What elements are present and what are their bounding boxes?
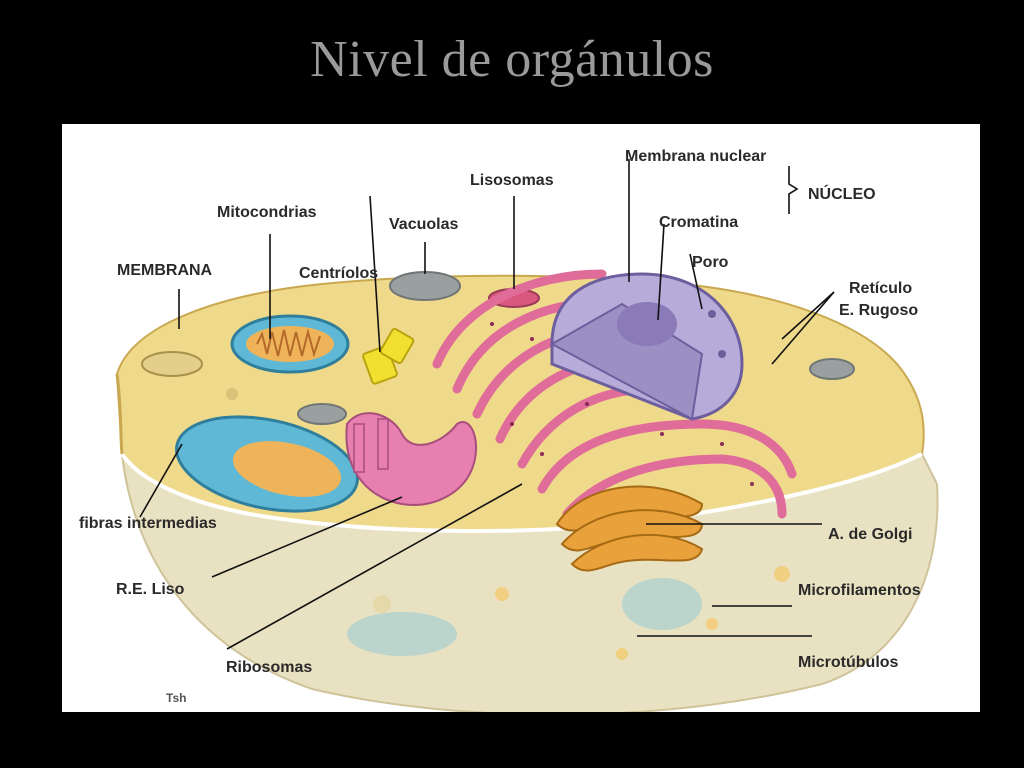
label-vacuolas: Vacuolas (389, 216, 459, 233)
leader-lines (139, 159, 835, 650)
nuclear-pore (708, 310, 716, 318)
label-poro: Poro (692, 254, 729, 271)
mitochondrion-cristae (256, 328, 321, 358)
centriole (379, 327, 415, 365)
label-reticulo-2: E. Rugoso (839, 302, 919, 319)
credit-text: Tsh (166, 691, 187, 705)
label-membrana: MEMBRANA (117, 262, 213, 279)
vacuole (809, 358, 855, 380)
vesicle (706, 618, 718, 630)
nuclear-pore (718, 350, 726, 358)
label-mitocondrias: Mitocondrias (217, 204, 317, 221)
label-golgi: A. de Golgi (828, 526, 913, 543)
label-ribosomas: Ribosomas (226, 659, 313, 676)
mitochondrion-inner (246, 326, 334, 362)
label-microfilamentos: Microfilamentos (798, 582, 921, 599)
vacuole (297, 403, 347, 425)
cell-diagram-panel: Membrana nuclear NÚCLEO Lisosomas Mitoco… (62, 124, 980, 712)
membrane-edge (115, 373, 124, 455)
mitochondrion-inner (232, 441, 342, 497)
lower-mitochondrion (622, 578, 702, 630)
label-centriolos: Centríolos (299, 265, 379, 282)
label-fibras-intermedias: fibras intermedias (79, 515, 217, 532)
smooth-er-tube (377, 418, 389, 470)
label-membrana-nuclear: Membrana nuclear (625, 148, 767, 165)
label-reticulo-1: Retículo (849, 280, 913, 297)
chromatin (617, 302, 677, 346)
nucleo-bracket (788, 166, 799, 214)
golgi-apparatus (555, 485, 704, 572)
vesicle (495, 587, 509, 601)
lower-mitochondrion (347, 612, 457, 656)
cell-illustration (115, 159, 939, 712)
label-lisosomas: Lisosomas (470, 172, 554, 189)
label-re-liso: R.E. Liso (116, 581, 185, 598)
vacuole (141, 351, 203, 377)
vacuole (389, 271, 461, 301)
vesicle (226, 388, 238, 400)
smooth-er-tube (353, 423, 365, 473)
vesicle (616, 648, 628, 660)
label-microtubulos: Microtúbulos (798, 654, 899, 671)
label-nucleo: NÚCLEO (808, 186, 876, 203)
vesicle (373, 595, 391, 613)
slide-title: Nivel de orgánulos (310, 31, 714, 88)
vesicle (774, 566, 790, 582)
label-cromatina: Cromatina (659, 214, 739, 231)
membrane-rim (120, 452, 923, 533)
ribosomes (490, 322, 754, 486)
